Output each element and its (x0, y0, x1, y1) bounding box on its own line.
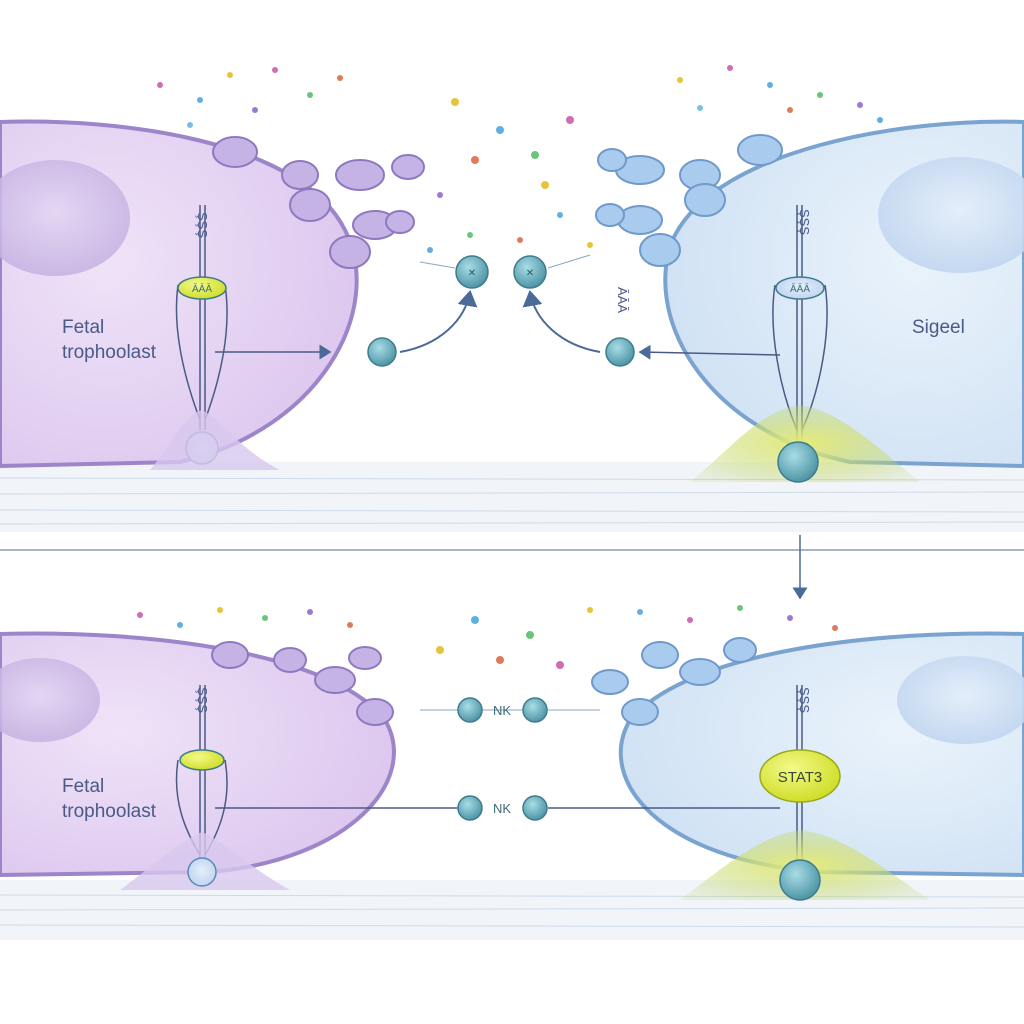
top-receptor-right (605, 337, 635, 367)
maternal-protrusions (595, 134, 783, 267)
bottom-fetal-nucleus (0, 658, 100, 742)
maternal-pathway (638, 205, 828, 440)
bottom-maternal-pathway-text: ŞŞŞ (797, 687, 812, 713)
top-arrow-left (399, 290, 478, 353)
bottom-maternal-nucleus (897, 656, 1024, 744)
bottom-fetal-protrusions (211, 641, 394, 726)
bottom-panel: ŞŞŞ ŞŞŞ STAT3 NK NK Fetal trophoolas (0, 605, 1024, 940)
fetal-basal-spread (150, 410, 280, 470)
top-fetal-label-line2: trophoolast (62, 342, 157, 363)
top-receptor-left (367, 337, 397, 367)
maternal-pathway-text: ŞŞŞ (797, 209, 812, 235)
top-ligand-right: ✕ (513, 255, 547, 289)
fetal-pathway (175, 205, 332, 430)
top-arrow-right (522, 290, 601, 353)
stat3-label: STAT3 (778, 769, 822, 786)
fetal-protrusions (212, 136, 425, 269)
bottom-upper-nk-label: NK (493, 703, 511, 718)
bottom-fetal-receptor (179, 749, 225, 771)
bottom-lower-nk-label: NK (493, 801, 511, 816)
bottom-maternal-basal-node (779, 859, 821, 901)
fetal-receptor-text: ĀĀĀ (192, 283, 212, 295)
maternal-cell-nucleus (878, 157, 1024, 273)
bottom-fetal-pathway-text: ŞŞŞ (195, 687, 210, 713)
stat3-node (759, 749, 841, 803)
maternal-side-mark: ĀĀĀ (615, 287, 630, 313)
bottom-maternal-protrusions (591, 637, 757, 726)
top-ligand-left: ✕ (455, 255, 489, 289)
fetal-pathway-text: ŞŞŞ (195, 212, 210, 238)
maternal-basal-node (777, 441, 819, 483)
top-panel: ŞŞŞ ĀĀĀ ŞŞŞ ĀĀĀ ĀĀĀ ✕ ✕ (0, 65, 1024, 532)
top-secreted-particles (157, 65, 883, 253)
fetal-receptor-complex (177, 276, 227, 300)
fetal-cell-nucleus (0, 160, 130, 276)
top-ligand-link-right (547, 254, 591, 269)
bottom-lower-nk-link (457, 795, 548, 821)
bottom-fetal-label-line1: Fetal (62, 776, 104, 797)
top-maternal-label: Sigeel (912, 317, 965, 338)
svg-text:✕: ✕ (526, 268, 534, 279)
maternal-receptor-text: ĀĀĀ (790, 283, 810, 295)
bottom-fetal-basal-node (187, 857, 217, 887)
bottom-upper-nk-link (420, 697, 600, 723)
top-fetal-label-line1: Fetal (62, 317, 104, 338)
bottom-fetal-label-line2: trophoolast (62, 801, 157, 822)
svg-text:✕: ✕ (468, 268, 476, 279)
top-ligand-link-left (419, 261, 456, 269)
maternal-receptor-complex (775, 276, 825, 300)
bottom-secreted-particles (137, 605, 838, 669)
